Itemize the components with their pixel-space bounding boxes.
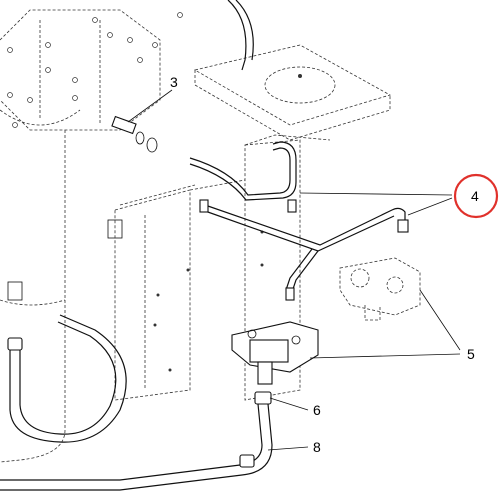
tank-outline (0, 9, 161, 463)
part-5-valve-right (339, 257, 421, 321)
part-3-fitting (111, 115, 158, 153)
callout-3: 3 (170, 74, 178, 90)
leader-lines (127, 89, 461, 451)
tank-bolts (7, 12, 183, 128)
part-8-hose (0, 314, 273, 491)
part-5-valve-lower (231, 321, 319, 385)
part-4-tubing (189, 141, 409, 301)
upper-hose (227, 0, 247, 71)
callout-8: 8 (313, 439, 321, 455)
callout-6: 6 (313, 402, 321, 418)
part-6-clip (7, 337, 272, 405)
callout-4-highlight-ring (453, 173, 499, 219)
callout-5: 5 (467, 346, 475, 362)
top-cover (193, 44, 392, 141)
callout-4: 4 (471, 188, 479, 204)
